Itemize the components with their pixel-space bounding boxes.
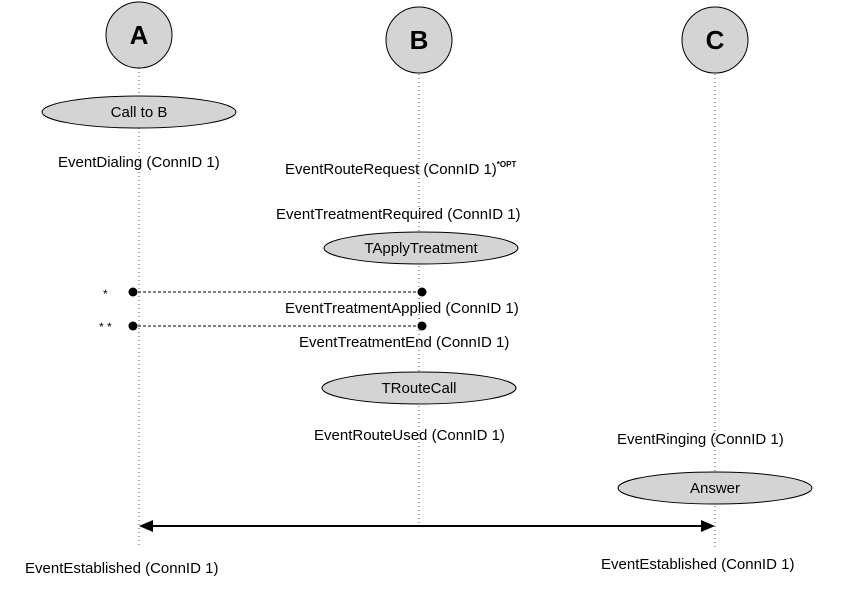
action-call-to-b-label: Call to B: [111, 104, 168, 121]
marker-double: * *: [99, 320, 112, 334]
action-troute-call: TRouteCall: [321, 371, 517, 405]
event-ringing: EventRinging (ConnID 1): [617, 431, 784, 448]
event-route-request-text: EventRouteRequest (ConnID 1): [285, 161, 497, 178]
node-a-label: A: [130, 20, 149, 50]
action-tapply-treatment-label: TApplyTreatment: [364, 240, 478, 257]
connector-treatment-applied: [128, 287, 427, 297]
action-answer: Answer: [617, 471, 813, 505]
event-route-request: EventRouteRequest (ConnID 1)*OPT: [285, 160, 516, 178]
action-call-to-b: Call to B: [41, 95, 237, 129]
event-route-used: EventRouteUsed (ConnID 1): [314, 427, 505, 444]
event-treatment-applied: EventTreatmentApplied (ConnID 1): [285, 300, 519, 317]
connector-treatment-end: [128, 321, 427, 331]
node-a: A: [105, 1, 173, 69]
event-established-a: EventEstablished (ConnID 1): [25, 560, 219, 577]
event-treatment-required: EventTreatmentRequired (ConnID 1): [276, 206, 521, 223]
node-c-label: C: [706, 25, 725, 55]
event-route-request-opt: *OPT: [496, 160, 517, 169]
node-c: C: [681, 6, 749, 74]
event-dialing: EventDialing (ConnID 1): [58, 154, 220, 171]
marker-single: *: [103, 287, 108, 301]
event-treatment-end: EventTreatmentEnd (ConnID 1): [299, 334, 510, 351]
node-b-label: B: [410, 25, 429, 55]
action-tapply-treatment: TApplyTreatment: [323, 231, 519, 265]
established-arrow: [139, 520, 715, 532]
action-troute-call-label: TRouteCall: [381, 380, 456, 397]
event-established-c: EventEstablished (ConnID 1): [601, 556, 795, 573]
action-answer-label: Answer: [690, 480, 740, 497]
node-b: B: [385, 6, 453, 74]
